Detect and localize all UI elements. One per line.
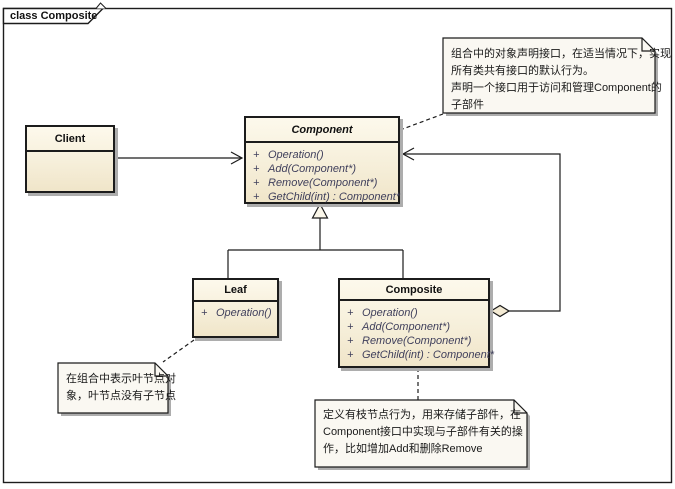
method-visibility: + [347,335,354,347]
method-signature: GetChild(int) : Component* [268,191,401,203]
leaf-note-link [162,339,195,363]
aggregation-diamond-icon [489,304,511,318]
component-note-shape[interactable] [442,37,656,114]
note-line: Component接口中实现与子部件有关的操 [323,426,523,438]
method-row: + Remove(Component*) [340,334,488,348]
note-line: 子部件 [451,99,484,111]
generalization-lines[interactable] [227,218,404,278]
frame-title: class Composite [10,10,98,22]
method-signature: GetChild(int) : Component* [362,349,495,361]
method-signature: Operation() [268,149,324,161]
class-methods-composite: + Operation() + Add(Component*) + Remove… [340,301,494,362]
note-line: 所有类共有接口的默认行为。 [451,65,594,77]
leaf-note-text: 在组合中表示叶节点对 象，叶节点没有子节点 [66,371,176,405]
class-name-composite: Composite [340,280,488,301]
method-signature: Remove(Component*) [362,335,472,347]
method-row: + GetChild(int) : Component* [246,190,401,204]
class-name-component: Component [246,118,398,143]
note-line: 组合中的对象声明接口，在适当情况下，实现 [451,48,671,60]
component-note-link [399,113,444,131]
association-open-arrow-icon [230,151,244,165]
composite-note-shape[interactable] [314,399,528,468]
composite-note-text: 定义有枝节点行为，用来存储子部件，在 Component接口中实现与子部件有关的… [323,407,523,458]
component-note-fold-icon [641,38,655,52]
method-visibility: + [253,177,260,189]
diagram-frame-border [2,7,673,484]
method-row: + Add(Component*) [246,162,398,176]
composite-note-fold-icon [513,400,527,414]
component-note-text: 组合中的对象声明接口，在适当情况下，实现 所有类共有接口的默认行为。 声明一个接… [451,46,671,114]
method-visibility: + [347,307,354,319]
method-visibility: + [253,191,260,203]
class-name-client: Client [27,127,113,152]
class-methods-component: + Operation() + Add(Component*) + Remove… [246,143,401,204]
method-row: + Operation() [246,148,398,162]
method-visibility: + [347,349,354,361]
note-line: 象，叶节点没有子节点 [66,390,176,402]
method-visibility: + [201,307,208,319]
method-row: + Operation() [194,306,277,320]
method-row: + Remove(Component*) [246,176,398,190]
leaf-note-shape[interactable] [57,362,169,414]
leaf-note-fold-icon [154,363,168,377]
method-row: + Add(Component*) [340,320,488,334]
method-row: + Operation() [340,306,488,320]
frame-tab-notch [95,2,107,9]
method-signature: Add(Component*) [268,163,357,175]
class-methods-leaf: + Operation() [194,302,277,320]
composite-component-aggregation-line[interactable] [404,153,561,312]
class-box-component[interactable]: Component + Operation() + Add(Component*… [244,116,400,204]
frame-title-tab[interactable] [2,7,105,25]
method-signature: Operation() [216,307,272,319]
generalization-triangle-icon [311,202,329,219]
class-box-leaf[interactable]: Leaf + Operation() [192,278,279,338]
note-line: 声明一个接口用于访问和管理Component的 [451,82,662,94]
method-signature: Add(Component*) [362,321,451,333]
note-line: 定义有枝节点行为，用来存储子部件，在 [323,409,521,421]
class-body-client [27,152,113,157]
method-visibility: + [347,321,354,333]
method-visibility: + [253,163,260,175]
note-line: 作，比如增加Add和删除Remove [323,443,483,455]
class-box-composite[interactable]: Composite + Operation() + Add(Component*… [338,278,494,368]
aggregation-open-arrow-icon [401,147,415,161]
method-signature: Operation() [362,307,418,319]
method-row: + GetChild(int) : Component* [340,348,494,362]
method-signature: Remove(Component*) [268,177,378,189]
class-box-client[interactable]: Client [25,125,115,193]
note-line: 在组合中表示叶节点对 [66,373,176,385]
class-name-leaf: Leaf [194,280,277,302]
method-visibility: + [253,149,260,161]
